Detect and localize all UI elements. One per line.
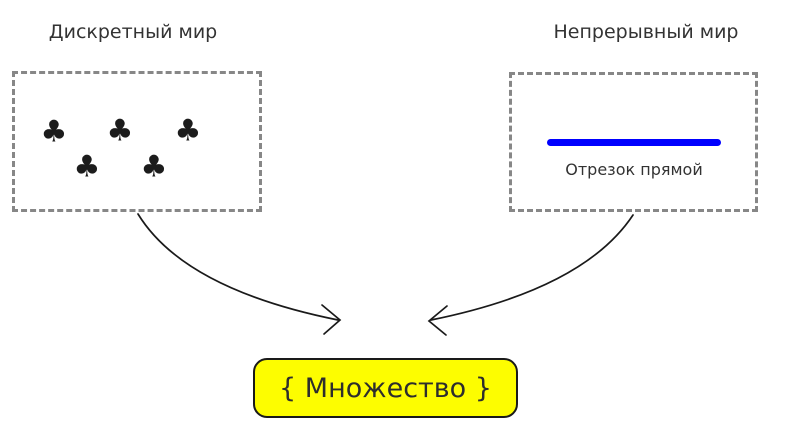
club-icon: ♣ — [40, 114, 68, 150]
line-segment-label: Отрезок прямой — [565, 160, 703, 179]
right-curved-arrow — [430, 214, 634, 321]
club-icon: ♣ — [140, 149, 168, 185]
discrete-world-title: Дискретный мир — [48, 21, 218, 43]
left-arrowhead-icon — [321, 304, 342, 335]
set-box: { Множество } — [253, 358, 518, 418]
line-segment — [547, 139, 721, 146]
discrete-world-box — [12, 71, 262, 212]
club-icon: ♣ — [174, 113, 202, 149]
club-icon: ♣ — [73, 149, 101, 185]
continuous-world-title: Непрерывный мир — [553, 21, 739, 43]
continuous-world-box — [509, 72, 758, 212]
left-curved-arrow — [137, 213, 339, 321]
set-box-label: { Множество } — [279, 372, 492, 404]
right-arrowhead-icon — [427, 305, 448, 336]
club-icon: ♣ — [106, 113, 134, 149]
